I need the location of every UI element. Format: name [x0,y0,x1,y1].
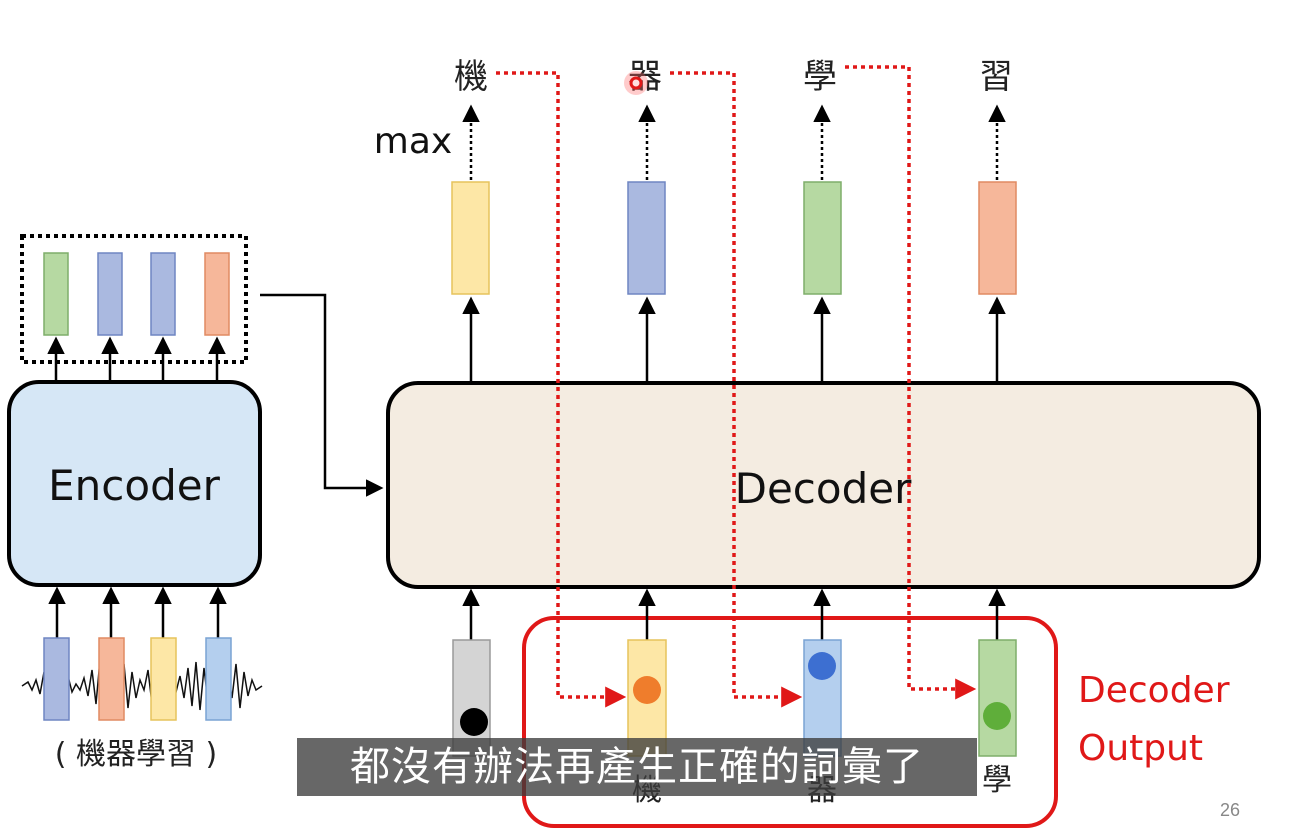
output-token-3: 學 [803,57,837,97]
decoder-input-dot-green [983,702,1011,730]
output-distribution-yellow [451,181,490,295]
encoder-output-vector-blue-1 [97,252,123,336]
decoder-label: Decoder [735,464,912,513]
encoder-up-arrows [47,336,226,382]
decoder-output-red-frame [522,616,1058,828]
slide-page-number: 26 [1220,800,1241,820]
output-distribution-blue [627,181,666,295]
output-token-1: 機 [454,57,488,97]
encoder-output-vector-orange [204,252,230,336]
max-label: max [374,121,452,162]
output-distribution-orange [978,181,1017,295]
feedback-dotted-arrows [496,65,977,708]
encoder-block [7,380,262,587]
decoder-input-dot-blue [808,652,836,680]
decoder-output-label-line2: Output [1078,728,1203,769]
input-vector-orange [98,637,125,721]
encoder-label: Encoder [48,461,220,510]
output-token-4: 習 [979,57,1013,97]
input-vector-yellow [150,637,177,721]
laser-pointer-dot [629,76,643,90]
begin-token-vector [452,639,491,757]
decoder-input-vector-green [978,639,1017,757]
decoder-input-token-3: 學 [982,763,1012,798]
input-up-arrows [48,586,227,640]
encoder-output-dotted-box [20,234,248,364]
decoder-up-arrows [462,296,1006,383]
decoder-block [386,381,1261,589]
input-caption: ( 機器學習 ) [55,737,217,772]
decoder-input-arrows [462,588,1006,642]
decoder-output-label-line1: Decoder [1078,670,1230,711]
max-dotted-arrows [462,104,1006,180]
begin-token-dot [460,708,488,736]
input-vector-light-blue [205,637,232,721]
encoder-output-vector-blue-2 [150,252,176,336]
encoder-output-vector-green [43,252,69,336]
output-distribution-green [803,181,842,295]
video-subtitle: 都沒有辦法再產生正確的詞彙了 [297,738,977,796]
decoder-input-dot-orange [633,676,661,704]
input-vector-blue [43,637,70,721]
encoder-to-decoder-connector [260,293,384,497]
